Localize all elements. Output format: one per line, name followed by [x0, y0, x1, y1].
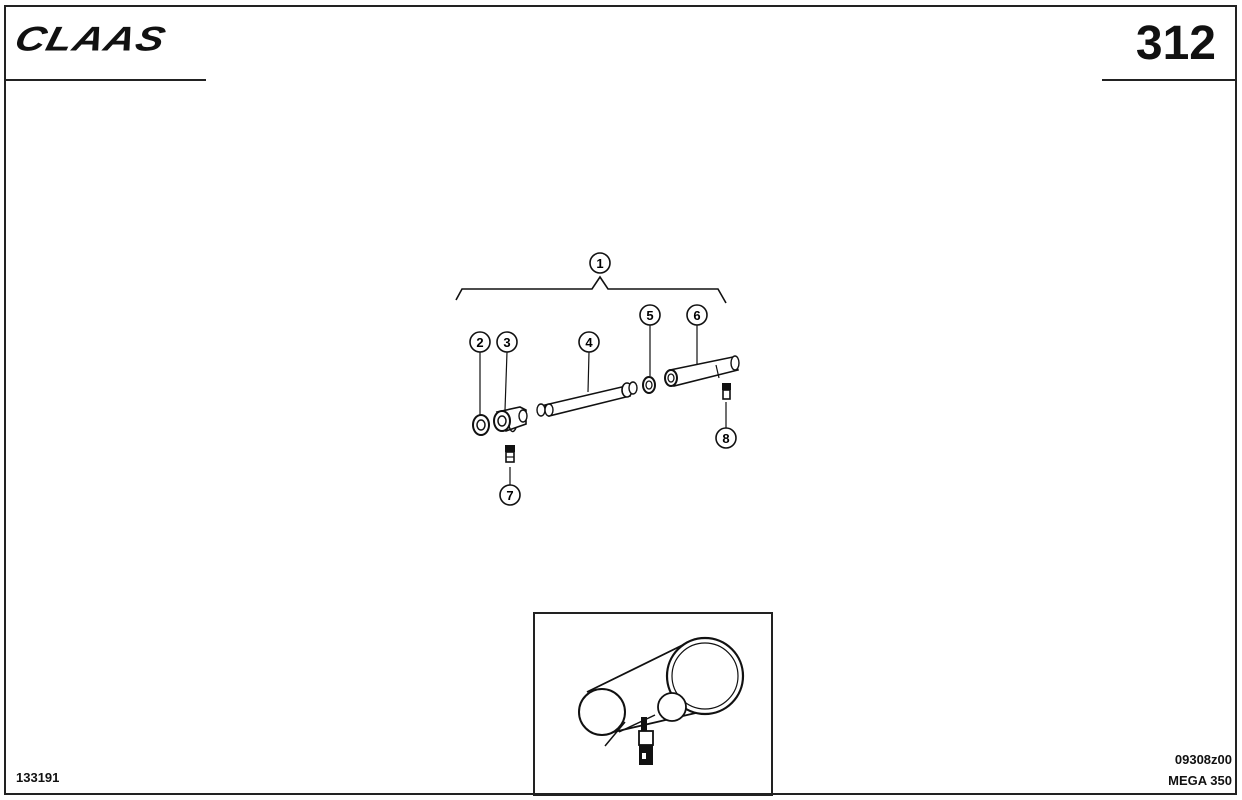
- svg-text:5: 5: [646, 308, 653, 323]
- svg-text:6: 6: [693, 308, 700, 323]
- callout-1: 1: [589, 252, 611, 274]
- part-shaft: [536, 381, 638, 417]
- belt-drive: [578, 636, 745, 736]
- svg-text:2: 2: [476, 335, 483, 350]
- document-number: 133191: [16, 770, 60, 785]
- part-grease-nipple-lower: [505, 445, 515, 463]
- assembly-bracket: [455, 275, 727, 304]
- part-sleeve: [664, 355, 740, 387]
- svg-text:1: 1: [596, 256, 603, 271]
- page-number: 312: [1135, 17, 1216, 70]
- part-grease-nipple-upper: [722, 383, 731, 400]
- callout-3: 3: [496, 331, 518, 353]
- location-inset: [533, 612, 773, 796]
- svg-text:7: 7: [506, 488, 513, 503]
- inset-belt-drive-diagram: [578, 636, 745, 765]
- callout-2: 2: [469, 331, 491, 353]
- part-washer: [472, 414, 490, 436]
- svg-text:3: 3: [503, 335, 510, 350]
- svg-text:4: 4: [585, 335, 593, 350]
- part-ring: [642, 376, 656, 394]
- svg-text:8: 8: [722, 431, 729, 446]
- callout-8: 8: [715, 427, 737, 449]
- callout-6: 6: [686, 304, 708, 326]
- part-bearing-housing: [493, 406, 528, 433]
- model-name: MEGA 350: [1168, 773, 1232, 788]
- logo-underline: [6, 79, 206, 81]
- callout-7: 7: [499, 484, 521, 506]
- callout-5: 5: [639, 304, 661, 326]
- page-number-underline: [1102, 79, 1235, 81]
- tensioner-arm: [604, 714, 656, 765]
- drawing-code: 09308z00: [1174, 752, 1232, 767]
- callout-4: 4: [578, 331, 600, 353]
